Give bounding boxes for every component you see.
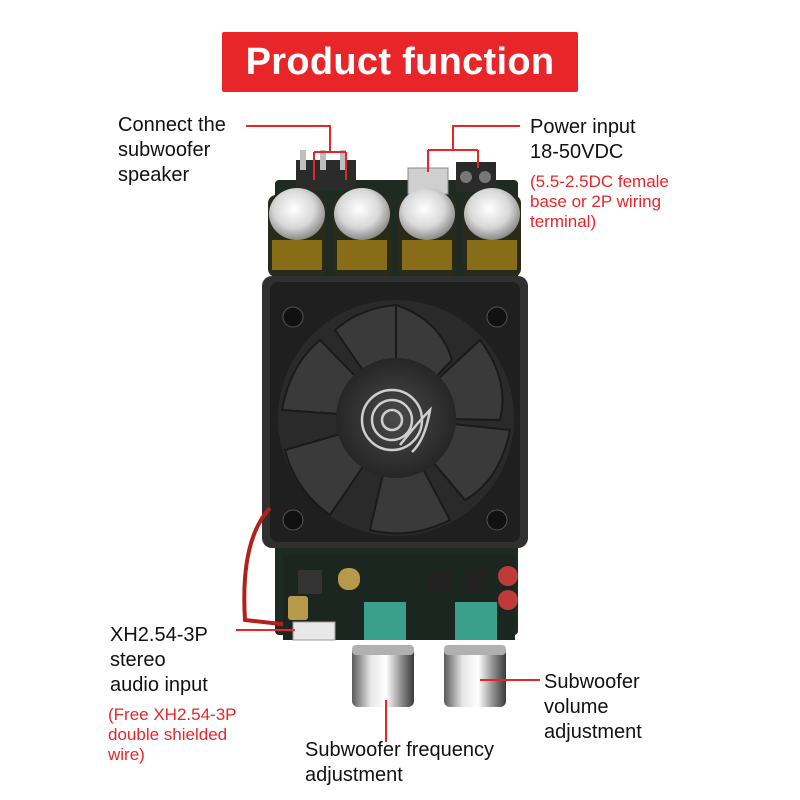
audio-note-line-2: double shielded: [108, 725, 228, 744]
power-note-line-1: (5.5-2.5DC female: [530, 172, 669, 191]
volume-label-line-2: volume: [544, 696, 609, 718]
power-input-line-1: Power input: [530, 116, 636, 138]
leader-lines: [236, 125, 540, 742]
power-note-line-2: base or 2P wiring: [530, 192, 662, 211]
capacitors: [268, 188, 521, 277]
power-note-line-3: terminal): [530, 212, 597, 231]
page-title: Product function: [245, 40, 555, 83]
fan-hub: [336, 358, 456, 478]
volume-knob: [444, 645, 506, 707]
red-wire: [242, 506, 291, 627]
audio-input-line-3: audio input: [110, 674, 208, 696]
audio-note-line-3: wire): [108, 745, 145, 764]
power-input-label: Power input 18-50VDC: [530, 115, 636, 165]
speaker-label-line-2: subwoofer: [118, 139, 211, 161]
speaker-label: Connect the subwoofer speaker: [118, 113, 226, 188]
frequency-label: Subwoofer frequency adjustment: [305, 738, 494, 788]
speaker-label-line-1: Connect the: [118, 114, 226, 136]
power-input-line-2: 18-50VDC: [530, 141, 624, 163]
frequency-pot-base: [364, 602, 406, 640]
audio-note-line-1: (Free XH2.54-3P: [108, 705, 237, 724]
volume-label-line-1: Subwoofer: [544, 671, 640, 693]
speaker-label-line-3: speaker: [118, 164, 190, 186]
audio-input-label: XH2.54-3P stereo audio input: [110, 623, 208, 698]
volume-label-line-3: adjustment: [544, 721, 642, 743]
audio-input-line-1: XH2.54-3P: [110, 624, 208, 646]
audio-input-line-2: stereo: [110, 649, 166, 671]
power-note: (5.5-2.5DC female base or 2P wiring term…: [530, 172, 669, 232]
xh254-connector: [292, 621, 336, 641]
logo-icon: [360, 388, 432, 453]
frequency-knob: [352, 645, 414, 707]
volume-label: Subwoofer volume adjustment: [544, 670, 642, 745]
audio-note: (Free XH2.54-3P double shielded wire): [108, 705, 237, 765]
frequency-label-line-1: Subwoofer frequency: [305, 739, 495, 761]
frequency-label-line-2: adjustment: [305, 764, 403, 786]
volume-pot-base: [455, 602, 497, 640]
title-banner: Product function: [222, 32, 578, 92]
